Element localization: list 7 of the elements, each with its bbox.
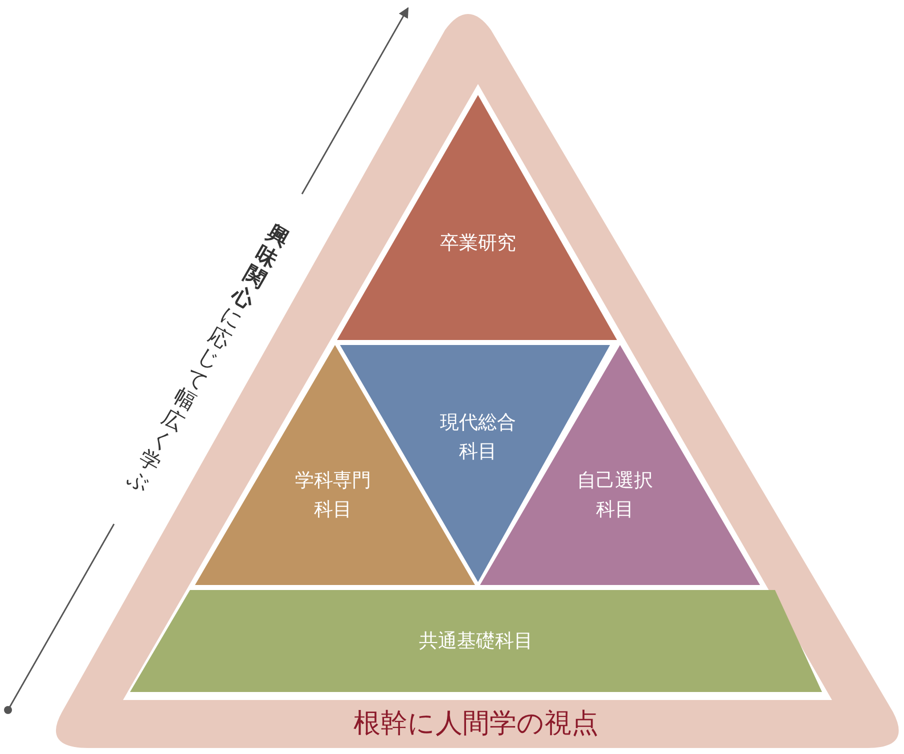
segment-label: 学科専門科目 [294, 468, 372, 522]
base-caption: 根幹に人間学の視点 [352, 706, 600, 741]
segment-label: 自己選択科目 [576, 468, 654, 522]
segment-label: 現代総合科目 [439, 410, 517, 464]
segment-label: 卒業研究 [439, 230, 517, 256]
side-label: 興味関心に応じて幅広く学ぶ [123, 221, 293, 497]
segment-label: 共通基礎科目 [418, 628, 534, 654]
